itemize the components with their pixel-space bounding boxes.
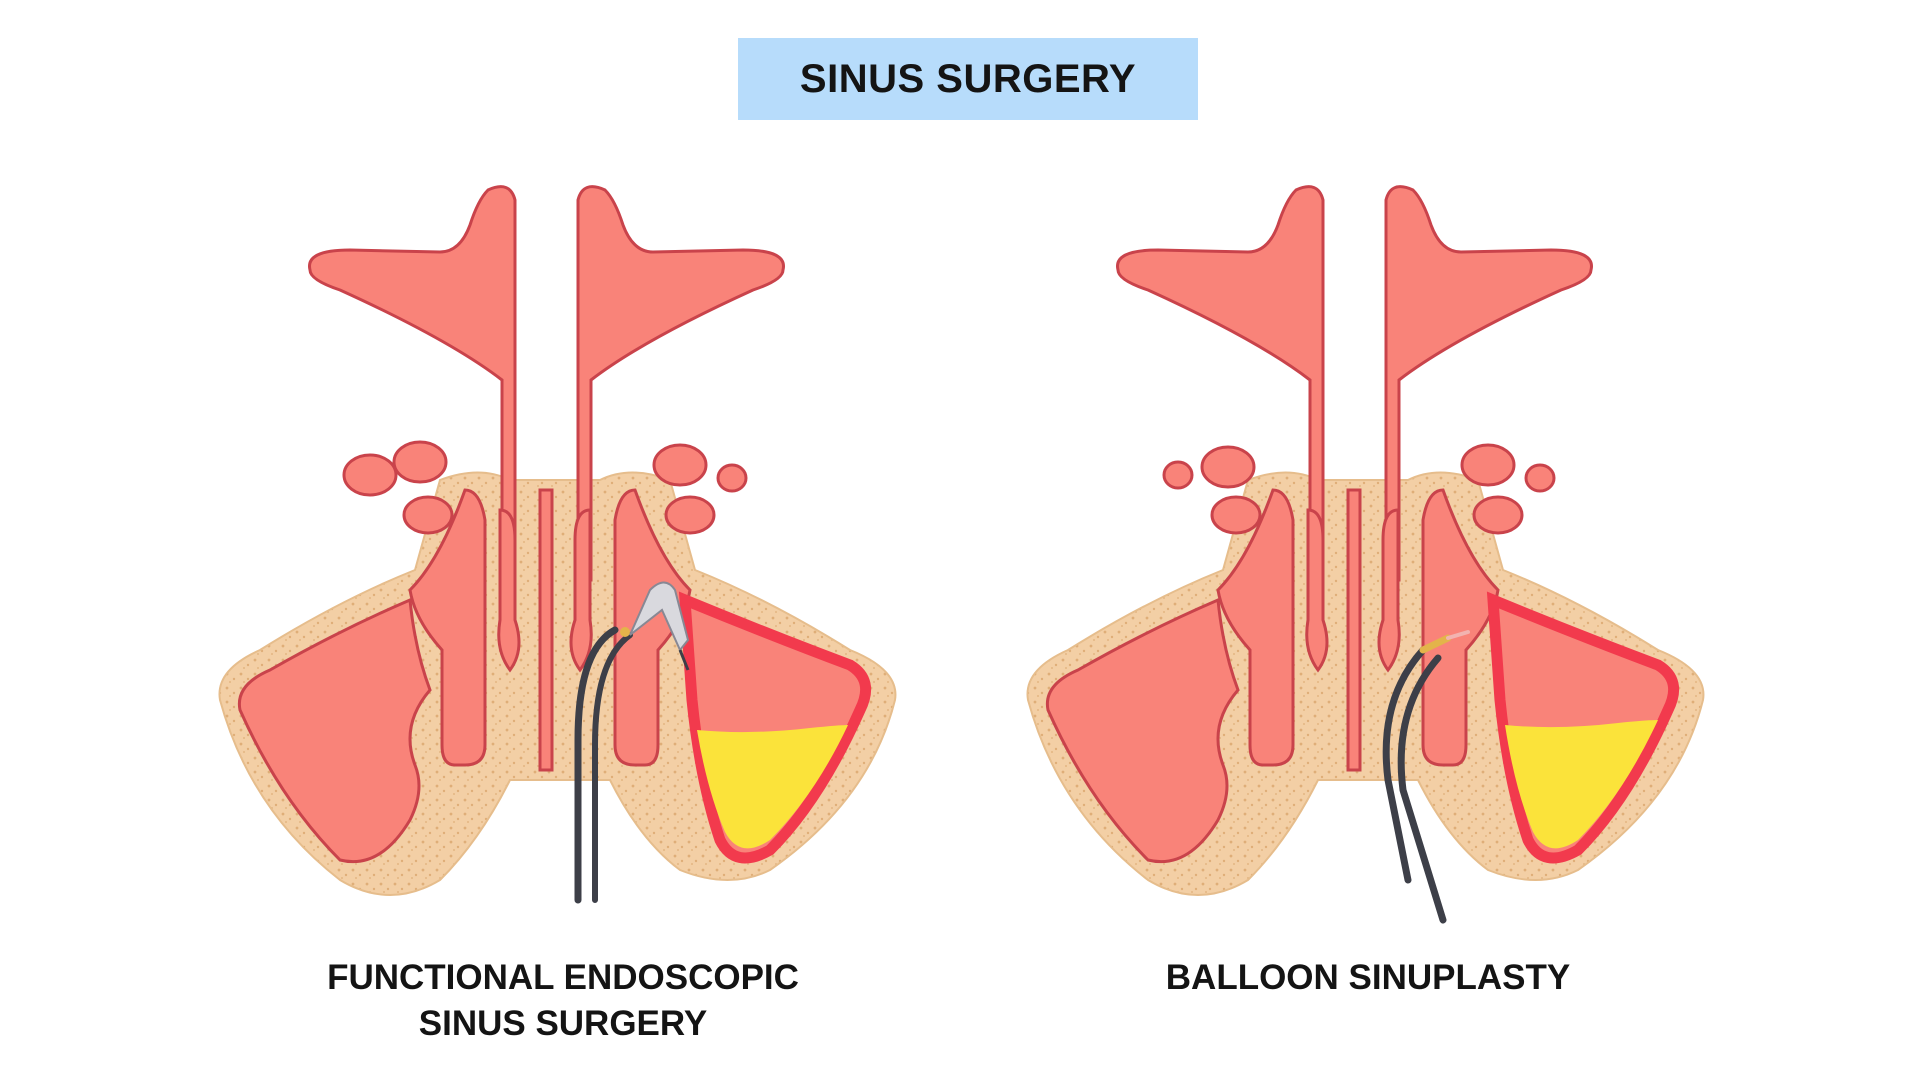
page-title: SINUS SURGERY xyxy=(799,56,1137,101)
maxillary-sinus-right-inflamed xyxy=(678,591,872,864)
maxillary-sinus-left xyxy=(237,597,432,864)
nasal-cavity xyxy=(1216,488,1500,772)
nasal-cavity xyxy=(408,488,692,772)
balloon-catheter-instrument xyxy=(1382,630,1470,924)
maxillary-sinus-right-inflamed xyxy=(1486,591,1680,864)
ethmoid-cells xyxy=(342,440,748,535)
maxillary-sinus-left xyxy=(1045,597,1240,864)
balloon-sinus-illustration xyxy=(1026,185,1705,924)
fess-sinus-illustration xyxy=(218,185,897,904)
mucus-fill xyxy=(697,725,848,849)
fess-caption: FUNCTIONAL ENDOSCOPIC SINUS SURGERY xyxy=(327,958,799,1043)
fess-diagram xyxy=(210,180,910,940)
title-banner: SINUS SURGERY xyxy=(738,38,1198,120)
endoscope-instrument xyxy=(574,581,690,904)
ethmoid-cells xyxy=(1162,443,1556,535)
mucus-fill xyxy=(1505,720,1658,849)
balloon-sinuplasty-diagram xyxy=(1018,180,1718,940)
balloon-sinuplasty-caption: BALLOON SINUPLASTY xyxy=(1165,958,1571,997)
